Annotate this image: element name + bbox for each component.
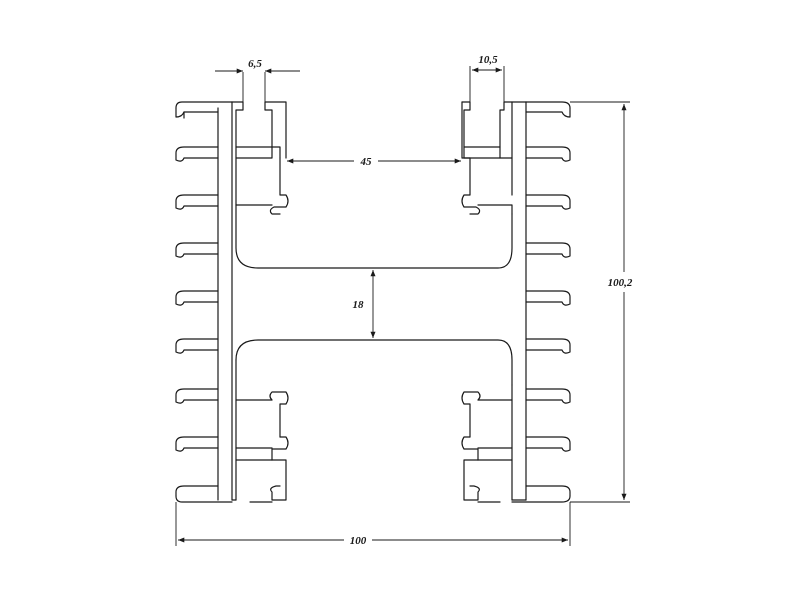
dimension-label-overall-width: 100 [350,535,367,547]
right-inner-column [461,101,527,503]
dimension-overall-width: 100 [175,502,571,547]
dimension-label-center-web: 18 [353,299,365,311]
left-inner-column [231,101,513,503]
dimension-label-top-right-slot: 10,5 [478,54,498,66]
right-outer-wall [511,101,571,503]
dimension-label-inner-gap: 45 [360,156,373,168]
left-outer-wall [175,101,233,503]
dimension-label-overall-height: 100,2 [608,277,633,289]
dimension-label-top-left-slot: 6,5 [248,58,262,70]
dimension-center-web: 18 [353,270,376,338]
dimension-inner-gap: 45 [287,156,461,168]
right-fins [525,107,571,497]
dimension-top-left-slot: 6,5 [215,58,300,102]
left-fins [175,107,219,497]
dimension-top-right-slot: 10,5 [469,54,505,102]
dimension-overall-height: 100,2 [570,101,633,503]
